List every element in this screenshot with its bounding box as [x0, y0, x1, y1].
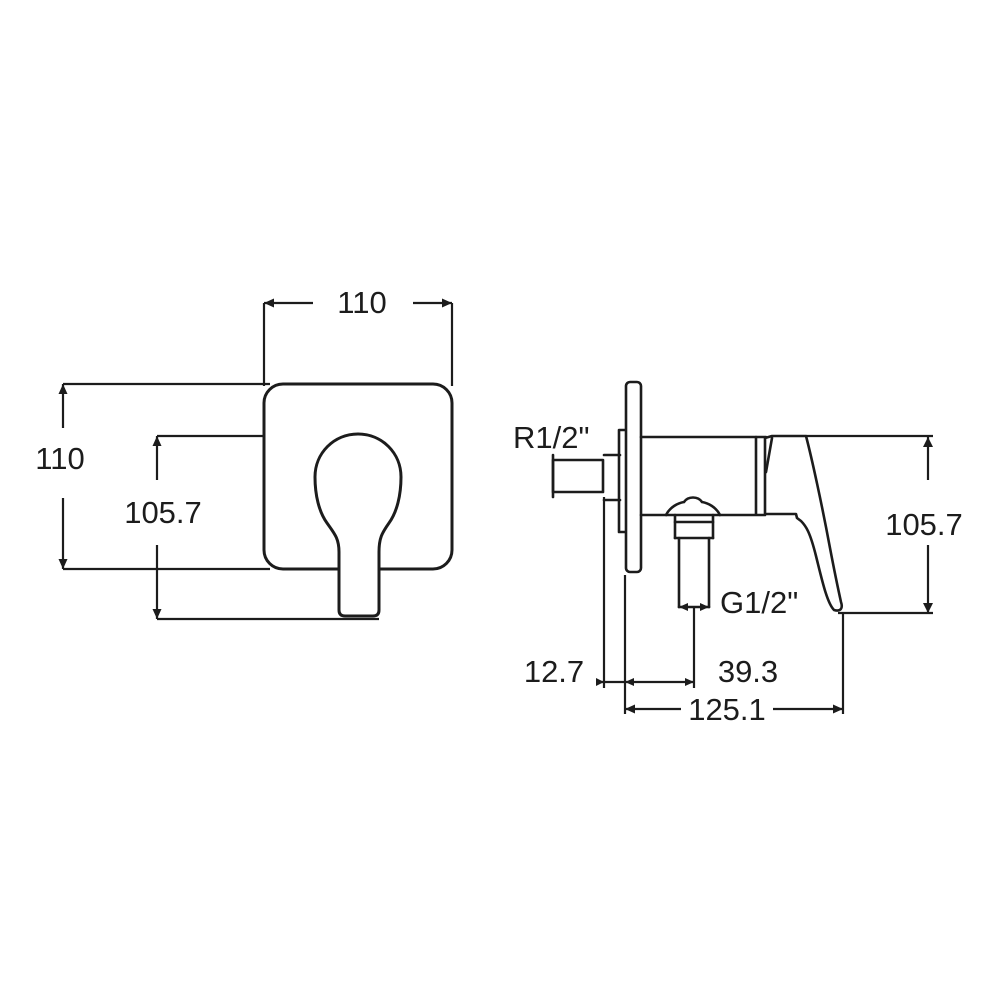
handle-taper-line: [764, 436, 774, 474]
side-plate: [624, 380, 643, 574]
dim-overall-depth: 125.1: [625, 612, 845, 727]
arrowhead: [58, 384, 68, 394]
dim-label-front-lever: 105.7: [124, 495, 202, 530]
arrowhead: [625, 678, 634, 686]
arrowhead: [152, 609, 162, 619]
dim-label-outlet-offset: 39.3: [718, 654, 778, 689]
front-lever-handle: [313, 432, 403, 618]
side-view: R1/2" G1/2" 105.7 12.7 39.3: [513, 380, 963, 727]
arrowhead: [152, 436, 162, 446]
side-lever-handle: [763, 434, 844, 612]
arrowhead: [625, 704, 635, 714]
arrowhead: [58, 559, 68, 569]
arrowhead: [679, 603, 688, 611]
arrowhead: [833, 704, 843, 714]
arrowhead: [596, 678, 604, 686]
dim-label-front-height: 110: [35, 441, 84, 476]
dim-side-lever-height: 105.7: [806, 434, 963, 615]
dim-label-overall-depth: 125.1: [688, 692, 766, 727]
dim-front-height: 110: [35, 382, 270, 571]
outlet-thread-label: G1/2": [720, 585, 798, 620]
front-view: 110 110 105.7: [35, 285, 454, 621]
arrowhead: [700, 603, 709, 611]
dim-label-side-lever: 105.7: [885, 507, 963, 542]
inlet-nipple: [551, 458, 605, 494]
inlet-thread-label: R1/2": [513, 420, 590, 455]
arrowhead: [264, 298, 274, 308]
outlet-dome: [664, 496, 722, 517]
dim-wall-offsets: 12.7 39.3: [524, 497, 778, 714]
dim-label-wall-offset: 12.7: [524, 654, 584, 689]
arrowhead: [923, 437, 933, 447]
arrowhead: [685, 678, 694, 686]
dim-front-width: 110: [262, 285, 454, 386]
dim-front-lever-height: 105.7: [124, 434, 379, 621]
dim-label-front-width: 110: [337, 285, 386, 320]
arrowhead: [442, 298, 452, 308]
arrowhead: [923, 603, 933, 613]
